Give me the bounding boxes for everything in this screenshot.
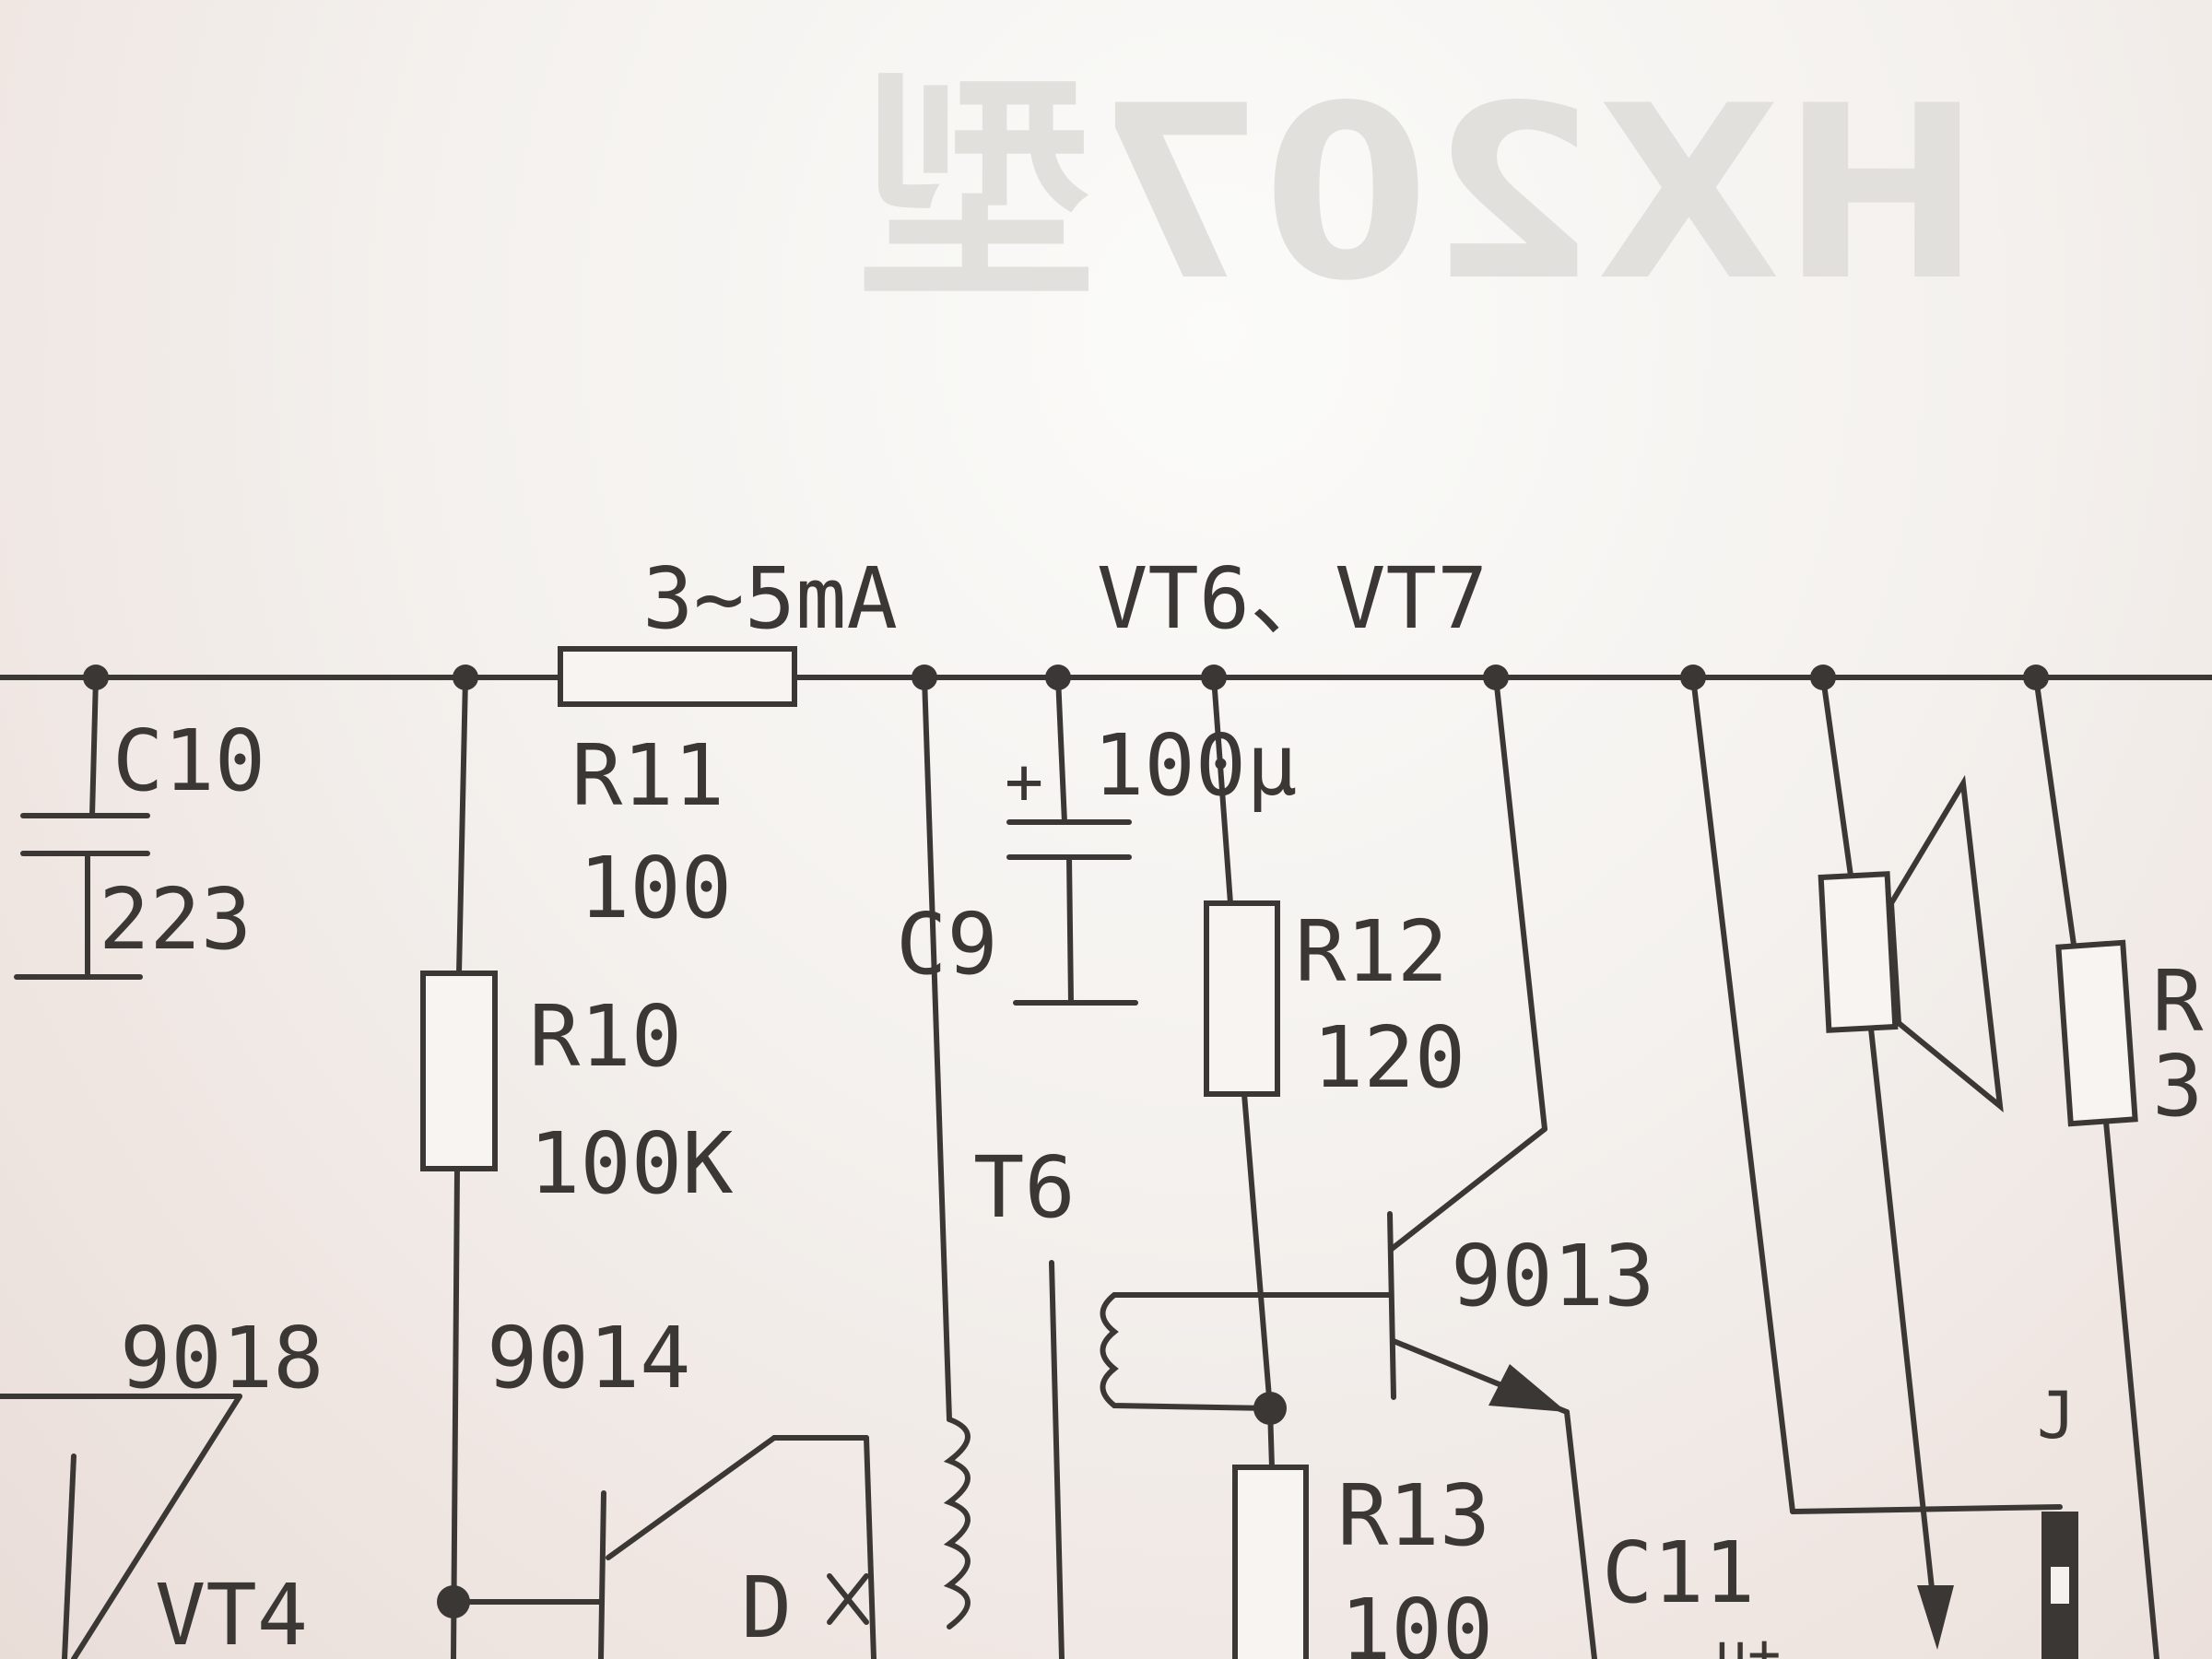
9013-label: 9013 (1451, 1227, 1655, 1325)
r10-label: R10 (529, 987, 682, 1086)
d-label: D (741, 1559, 792, 1657)
r11-label: R11 (571, 726, 724, 825)
j-label: J (2037, 1378, 2076, 1453)
capacitor-c10 (14, 675, 150, 980)
c11-label: C11 (1602, 1524, 1755, 1622)
resistor-r12 (1204, 675, 1280, 1411)
transistor-label: VT6、VT7 (1097, 549, 1488, 648)
t6-label: T6 (973, 1138, 1076, 1237)
vt4-label: VT4 (155, 1566, 308, 1659)
bleed-through-text: HX207型 (856, 55, 1982, 334)
r13-label: R13 (1337, 1466, 1490, 1565)
transformer-t6 (922, 675, 1393, 1659)
c9-label: C9 (896, 895, 998, 994)
r13-value: 100 (1340, 1581, 1493, 1659)
r12-value: 120 (1312, 1008, 1465, 1107)
c10-label: C10 (112, 712, 265, 810)
9018-label: 9018 (120, 1309, 324, 1407)
r11-value: 100 (579, 839, 732, 937)
transistor-9013 (1387, 675, 1597, 1659)
resistor-r10 (420, 675, 498, 1659)
capacitor-c9 (1006, 675, 1138, 1006)
relay-speaker-section (1690, 675, 2159, 1659)
resistor-r13 (1232, 1406, 1309, 1659)
c11-polarity: μ+ (1714, 1622, 1781, 1659)
speaker-icon (1818, 871, 1899, 1033)
c10-value: 223 (99, 870, 252, 969)
r10-value: 100K (529, 1114, 734, 1213)
c9-plus: + (1005, 744, 1043, 819)
right-resistor-value: 3 (2152, 1037, 2203, 1135)
labels: 3~5mA VT6、VT7 C10 223 R11 100 R10 100K C… (99, 549, 2204, 1659)
resistor-r11 (558, 646, 797, 707)
right-resistor-label: R (2152, 952, 2204, 1051)
c9-value: 100μ (1093, 716, 1298, 815)
svg-text:HX207型: HX207型 (856, 55, 1982, 334)
main-rail (0, 646, 2212, 707)
r12-label: R12 (1295, 902, 1448, 1001)
9014-label: 9014 (487, 1309, 691, 1407)
transistors-vt4-9014 (0, 1394, 877, 1659)
current-label: 3~5mA (642, 549, 898, 648)
